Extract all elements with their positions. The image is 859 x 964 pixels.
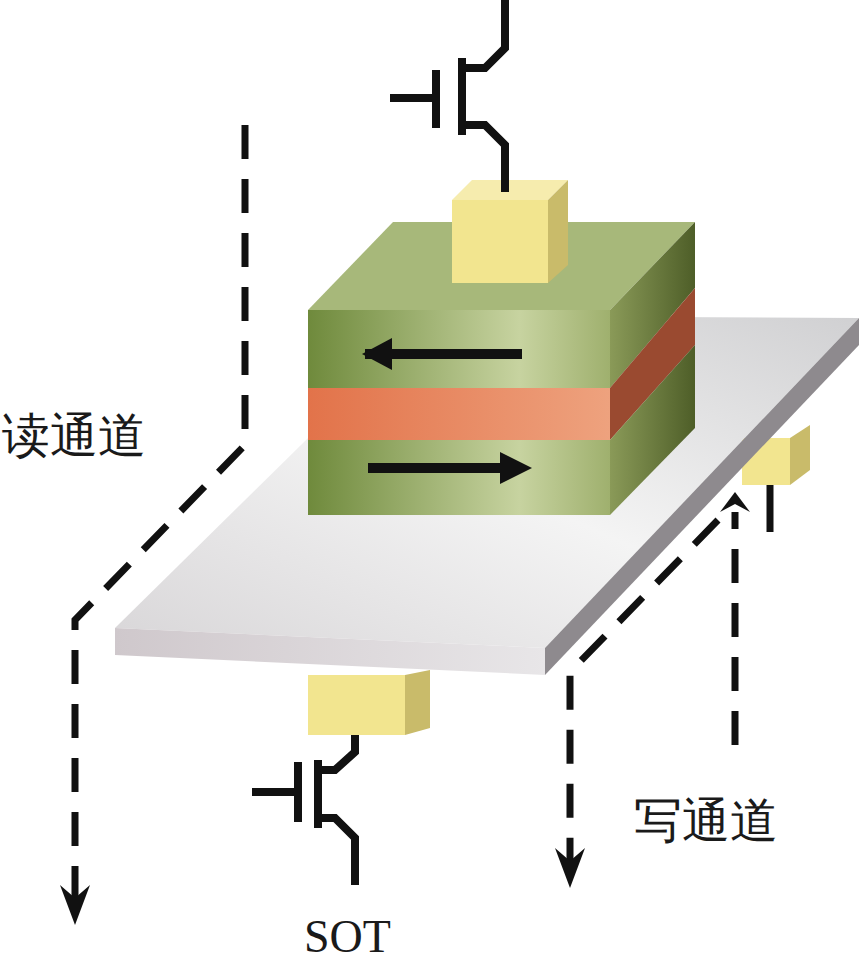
channel-label: 写通道	[634, 797, 778, 845]
read-channel-path	[75, 125, 245, 900]
device-label: SOT	[304, 914, 391, 960]
bottom-transistor	[252, 735, 355, 885]
arrowhead	[60, 885, 90, 925]
channel-label: 读通道	[2, 412, 146, 460]
arrowhead	[555, 848, 585, 888]
bottom-contact	[308, 670, 430, 735]
arrowhead	[720, 492, 750, 512]
top-contact	[452, 180, 568, 283]
top-transistor	[390, 0, 505, 192]
